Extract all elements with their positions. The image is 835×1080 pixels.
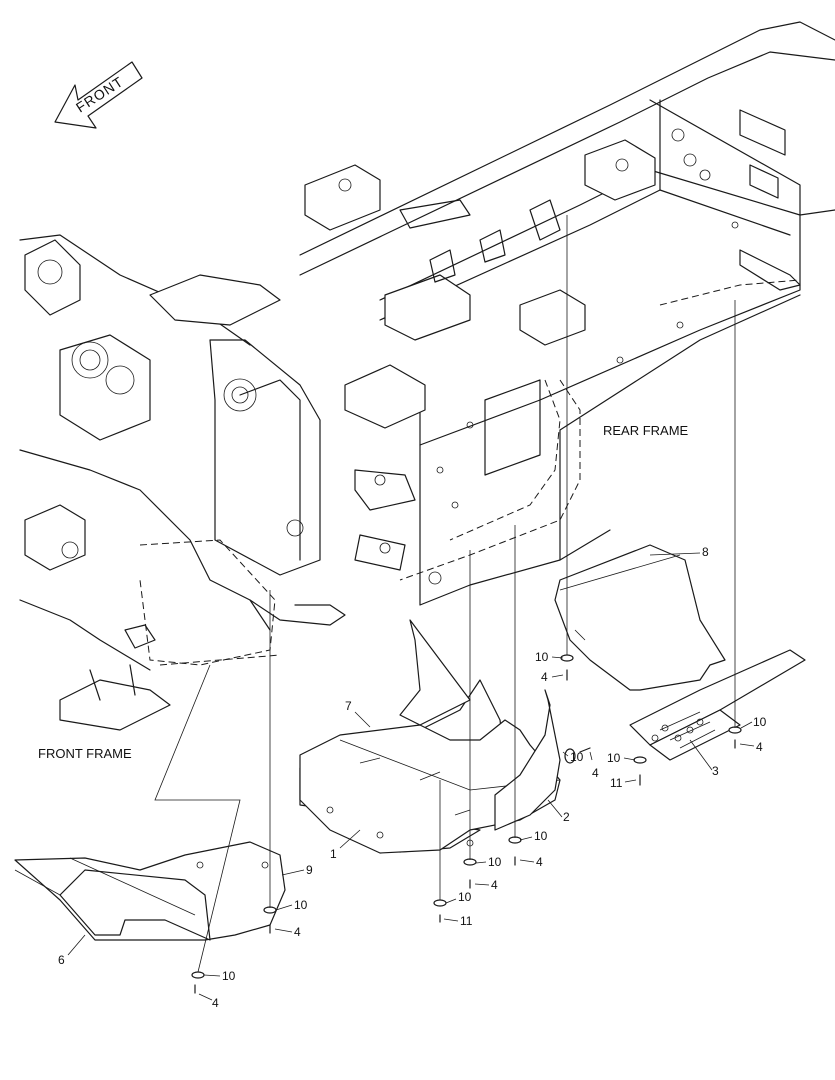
front-cover-parts-6-9 <box>14 841 286 941</box>
callout-4: 4 <box>212 996 219 1010</box>
callout-4: 4 <box>294 925 301 939</box>
callout-9: 9 <box>306 863 313 877</box>
callout-4: 4 <box>756 740 763 754</box>
callouts: 8 10 4 10 4 3 10 11 10 4 2 10 4 10 4 10 … <box>58 545 767 1010</box>
callout-3: 3 <box>712 764 719 778</box>
callout-6: 6 <box>58 953 65 967</box>
front-direction-arrow: FRONT <box>54 61 143 129</box>
side-guard-part-2 <box>494 689 561 831</box>
cover-plate-part-8 <box>554 544 726 691</box>
callout-4: 4 <box>491 878 498 892</box>
skid-plate-part-3 <box>629 649 806 761</box>
callout-10: 10 <box>222 969 236 983</box>
rear-frame <box>299 21 835 606</box>
callout-10: 10 <box>753 715 767 729</box>
callout-10: 10 <box>607 751 621 765</box>
callout-10: 10 <box>294 898 308 912</box>
front-frame-label: FRONT FRAME <box>38 746 132 761</box>
callout-11: 11 <box>460 914 473 928</box>
callout-8: 8 <box>702 545 709 559</box>
front-frame <box>19 234 346 731</box>
callout-10: 10 <box>535 650 549 664</box>
callout-1: 1 <box>330 847 337 861</box>
callout-2: 2 <box>563 810 570 824</box>
callout-10: 10 <box>488 855 502 869</box>
callout-4: 4 <box>541 670 548 684</box>
callout-10: 10 <box>534 829 548 843</box>
callout-4: 4 <box>592 766 599 780</box>
callout-11: 11 <box>610 776 623 790</box>
callout-4: 4 <box>536 855 543 869</box>
assembly-centerlines <box>154 215 736 973</box>
callout-7: 7 <box>345 699 352 713</box>
callout-10: 10 <box>458 890 472 904</box>
rear-frame-label: REAR FRAME <box>603 423 689 438</box>
callout-10: 10 <box>570 750 584 764</box>
